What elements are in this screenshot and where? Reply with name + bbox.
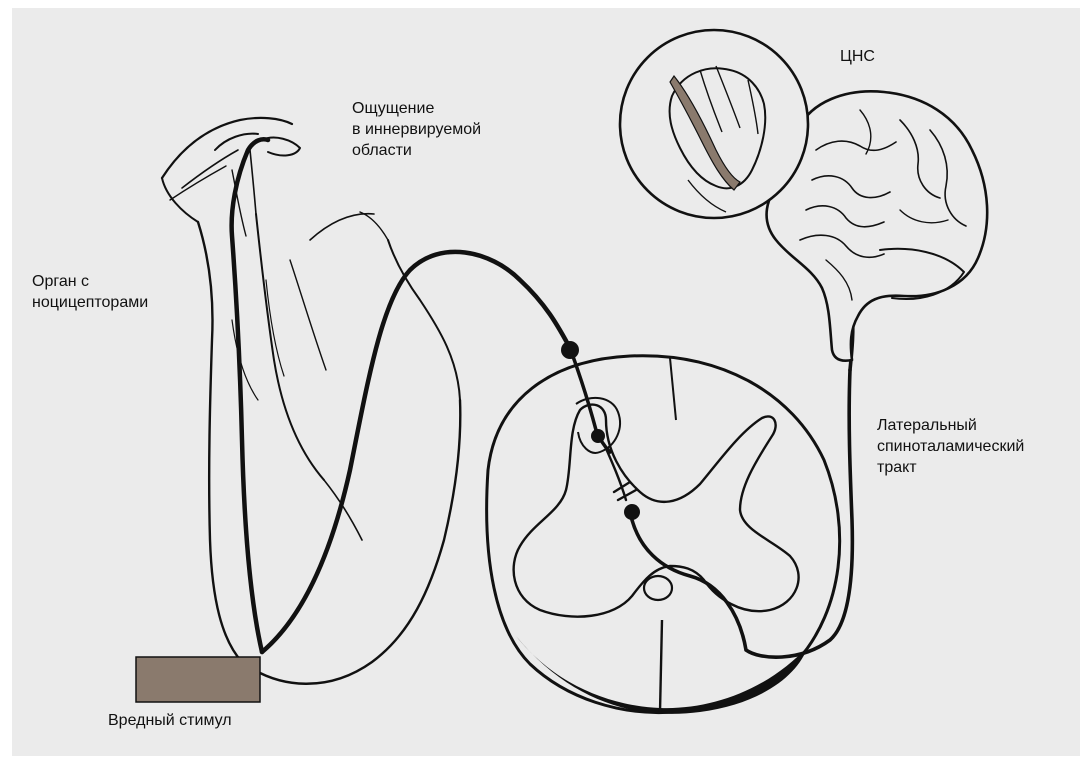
cortex-projection-inset bbox=[620, 30, 808, 218]
second-order-neuron bbox=[624, 504, 640, 520]
primary-neuron-terminal bbox=[591, 429, 605, 443]
tract-label: Латеральный спиноталамический тракт bbox=[877, 415, 1024, 478]
dorsal-root-ganglion bbox=[561, 341, 579, 359]
sensation-label: Ощущение в иннервируемой области bbox=[352, 98, 481, 161]
spinal-cord-section bbox=[487, 356, 840, 714]
cns-label: ЦНС bbox=[840, 46, 875, 67]
organ-label: Орган с ноцицепторами bbox=[32, 271, 148, 313]
stimulus-label: Вредный стимул bbox=[108, 710, 232, 731]
noxious-stimulus-block bbox=[136, 657, 260, 702]
